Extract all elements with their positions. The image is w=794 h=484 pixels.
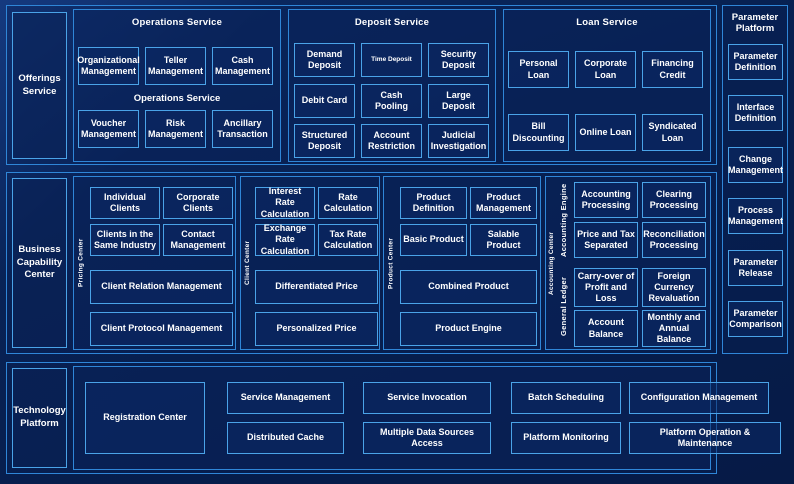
cell-basic-product[interactable]: Basic Product [400,224,467,256]
cell-rate-calculation[interactable]: Rate Calculation [318,187,378,219]
cell-clearing-processing[interactable]: Clearing Processing [642,182,706,218]
technology-label-line2: Platform [20,418,59,429]
cell-multiple-data-sources-access[interactable]: Multiple Data Sources Access [363,422,491,454]
cell-platform-monitoring[interactable]: Platform Monitoring [511,422,621,454]
cell-personal-loan[interactable]: Personal Loan [508,51,569,88]
offerings-service-label: Offerings Service [12,12,67,159]
client-center-vlabel: Client Center [244,240,251,286]
cell-monthly-annual-balance[interactable]: Monthly and Annual Balance [642,310,706,347]
cell-demand-deposit[interactable]: Demand Deposit [294,43,355,77]
operations-service-title-duplicate: Operations Service [133,93,221,104]
parameter-title-line1: Parameter [731,12,779,23]
deposit-service-title: Deposit Service [354,17,430,28]
cell-process-management[interactable]: Process Management [728,198,783,234]
accounting-center-vlabel: Accounting Center [548,231,555,295]
cell-cash-pooling[interactable]: Cash Pooling [361,84,422,118]
general-ledger-vlabel: General Ledger [559,276,568,336]
cell-platform-operation-maintenance[interactable]: Platform Operation & Maintenance [629,422,781,454]
cell-client-protocol-management[interactable]: Client Protocol Management [90,312,233,346]
cell-reconciliation-processing[interactable]: Reconciliation Processing [642,222,706,258]
cell-salable-product[interactable]: Salable Product [470,224,537,256]
cell-risk-management[interactable]: Risk Management [145,110,206,148]
cell-foreign-currency-revaluation[interactable]: Foreign Currency Revaluation [642,268,706,307]
cell-tax-rate-calculation[interactable]: Tax Rate Calculation [318,224,378,256]
pricing-center-vlabel: Pricing Center [77,238,85,288]
cell-clients-same-industry[interactable]: Clients in the Same Industry [90,224,160,256]
offerings-label-line1: Offerings [18,72,61,84]
parameter-title-line2: Platform [735,23,775,34]
cell-product-engine[interactable]: Product Engine [400,312,537,346]
business-label-line3: Center [24,269,55,281]
operations-service-title: Operations Service [131,17,223,28]
cell-product-definition[interactable]: Product Definition [400,187,467,219]
technology-platform-label: Technology Platform [12,368,67,468]
cell-registration-center[interactable]: Registration Center [85,382,205,454]
cell-service-invocation[interactable]: Service Invocation [363,382,491,414]
cell-change-management[interactable]: Change Management [728,147,783,183]
cell-contact-management[interactable]: Contact Management [163,224,233,256]
cell-debit-card[interactable]: Debit Card [294,84,355,118]
cell-batch-scheduling[interactable]: Batch Scheduling [511,382,621,414]
cell-large-deposit[interactable]: Large Deposit [428,84,489,118]
cell-ancillary-transaction[interactable]: Ancillary Transaction [212,110,273,148]
cell-teller-management[interactable]: Teller Management [145,47,206,85]
cell-financing-credit[interactable]: Financing Credit [642,51,703,88]
business-label-line1: Business [18,243,61,255]
cell-combined-product[interactable]: Combined Product [400,270,537,304]
cell-distributed-cache[interactable]: Distributed Cache [227,422,344,454]
cell-parameter-release[interactable]: Parameter Release [728,250,783,286]
technology-label-line1: Technology [13,405,66,417]
cell-carry-over-profit-loss[interactable]: Carry-over of Profit and Loss [574,268,638,307]
accounting-engine-vlabel: Accounting Engine [559,183,568,257]
cell-security-deposit[interactable]: Security Deposit [428,43,489,77]
parameter-platform-title: Parameter Platform [722,12,788,34]
cell-corporate-clients[interactable]: Corporate Clients [163,187,233,219]
cell-online-loan[interactable]: Online Loan [575,114,636,151]
cell-configuration-management[interactable]: Configuration Management [629,382,769,414]
cell-interface-definition[interactable]: Interface Definition [728,95,783,131]
cell-service-management[interactable]: Service Management [227,382,344,414]
loan-service-title: Loan Service [576,17,638,28]
cell-account-balance[interactable]: Account Balance [574,310,638,347]
cell-parameter-comparison[interactable]: Parameter Comparison [728,301,783,337]
cell-judicial-investigation[interactable]: Judicial Investigation [428,124,489,158]
cell-interest-rate-calculation[interactable]: Interest Rate Calculation [255,186,315,219]
cell-corporate-loan[interactable]: Corporate Loan [575,51,636,88]
cell-accounting-processing[interactable]: Accounting Processing [574,182,638,218]
cell-organizational-management[interactable]: Organizational Management [77,47,140,85]
product-center-vlabel: Product Center [387,237,395,289]
cell-account-restriction[interactable]: Account Restriction [361,124,422,158]
cell-exchange-rate-calculation[interactable]: Exchange Rate Calculation [255,223,315,256]
cell-bill-discounting[interactable]: Bill Discounting [508,114,569,151]
cell-parameter-definition[interactable]: Parameter Definition [728,44,783,80]
cell-price-and-tax-separated[interactable]: Price and Tax Separated [574,222,638,258]
cell-differentiated-price[interactable]: Differentiated Price [255,270,378,304]
cell-product-management[interactable]: Product Management [470,187,537,219]
cell-personalized-price[interactable]: Personalized Price [255,312,378,346]
cell-syndicated-loan[interactable]: Syndicated Loan [642,114,703,151]
cell-individual-clients[interactable]: Individual Clients [90,187,160,219]
business-label-line2: Capability [16,256,63,268]
cell-client-relation-management[interactable]: Client Relation Management [90,270,233,304]
cell-time-deposit[interactable]: Time Deposit [361,43,422,77]
business-capability-center-label: Business Capability Center [12,178,67,348]
offerings-label-line2: Service [22,85,57,97]
cell-voucher-management[interactable]: Voucher Management [78,110,139,148]
cell-structured-deposit[interactable]: Structured Deposit [294,124,355,158]
cell-cash-management[interactable]: Cash Management [212,47,273,85]
